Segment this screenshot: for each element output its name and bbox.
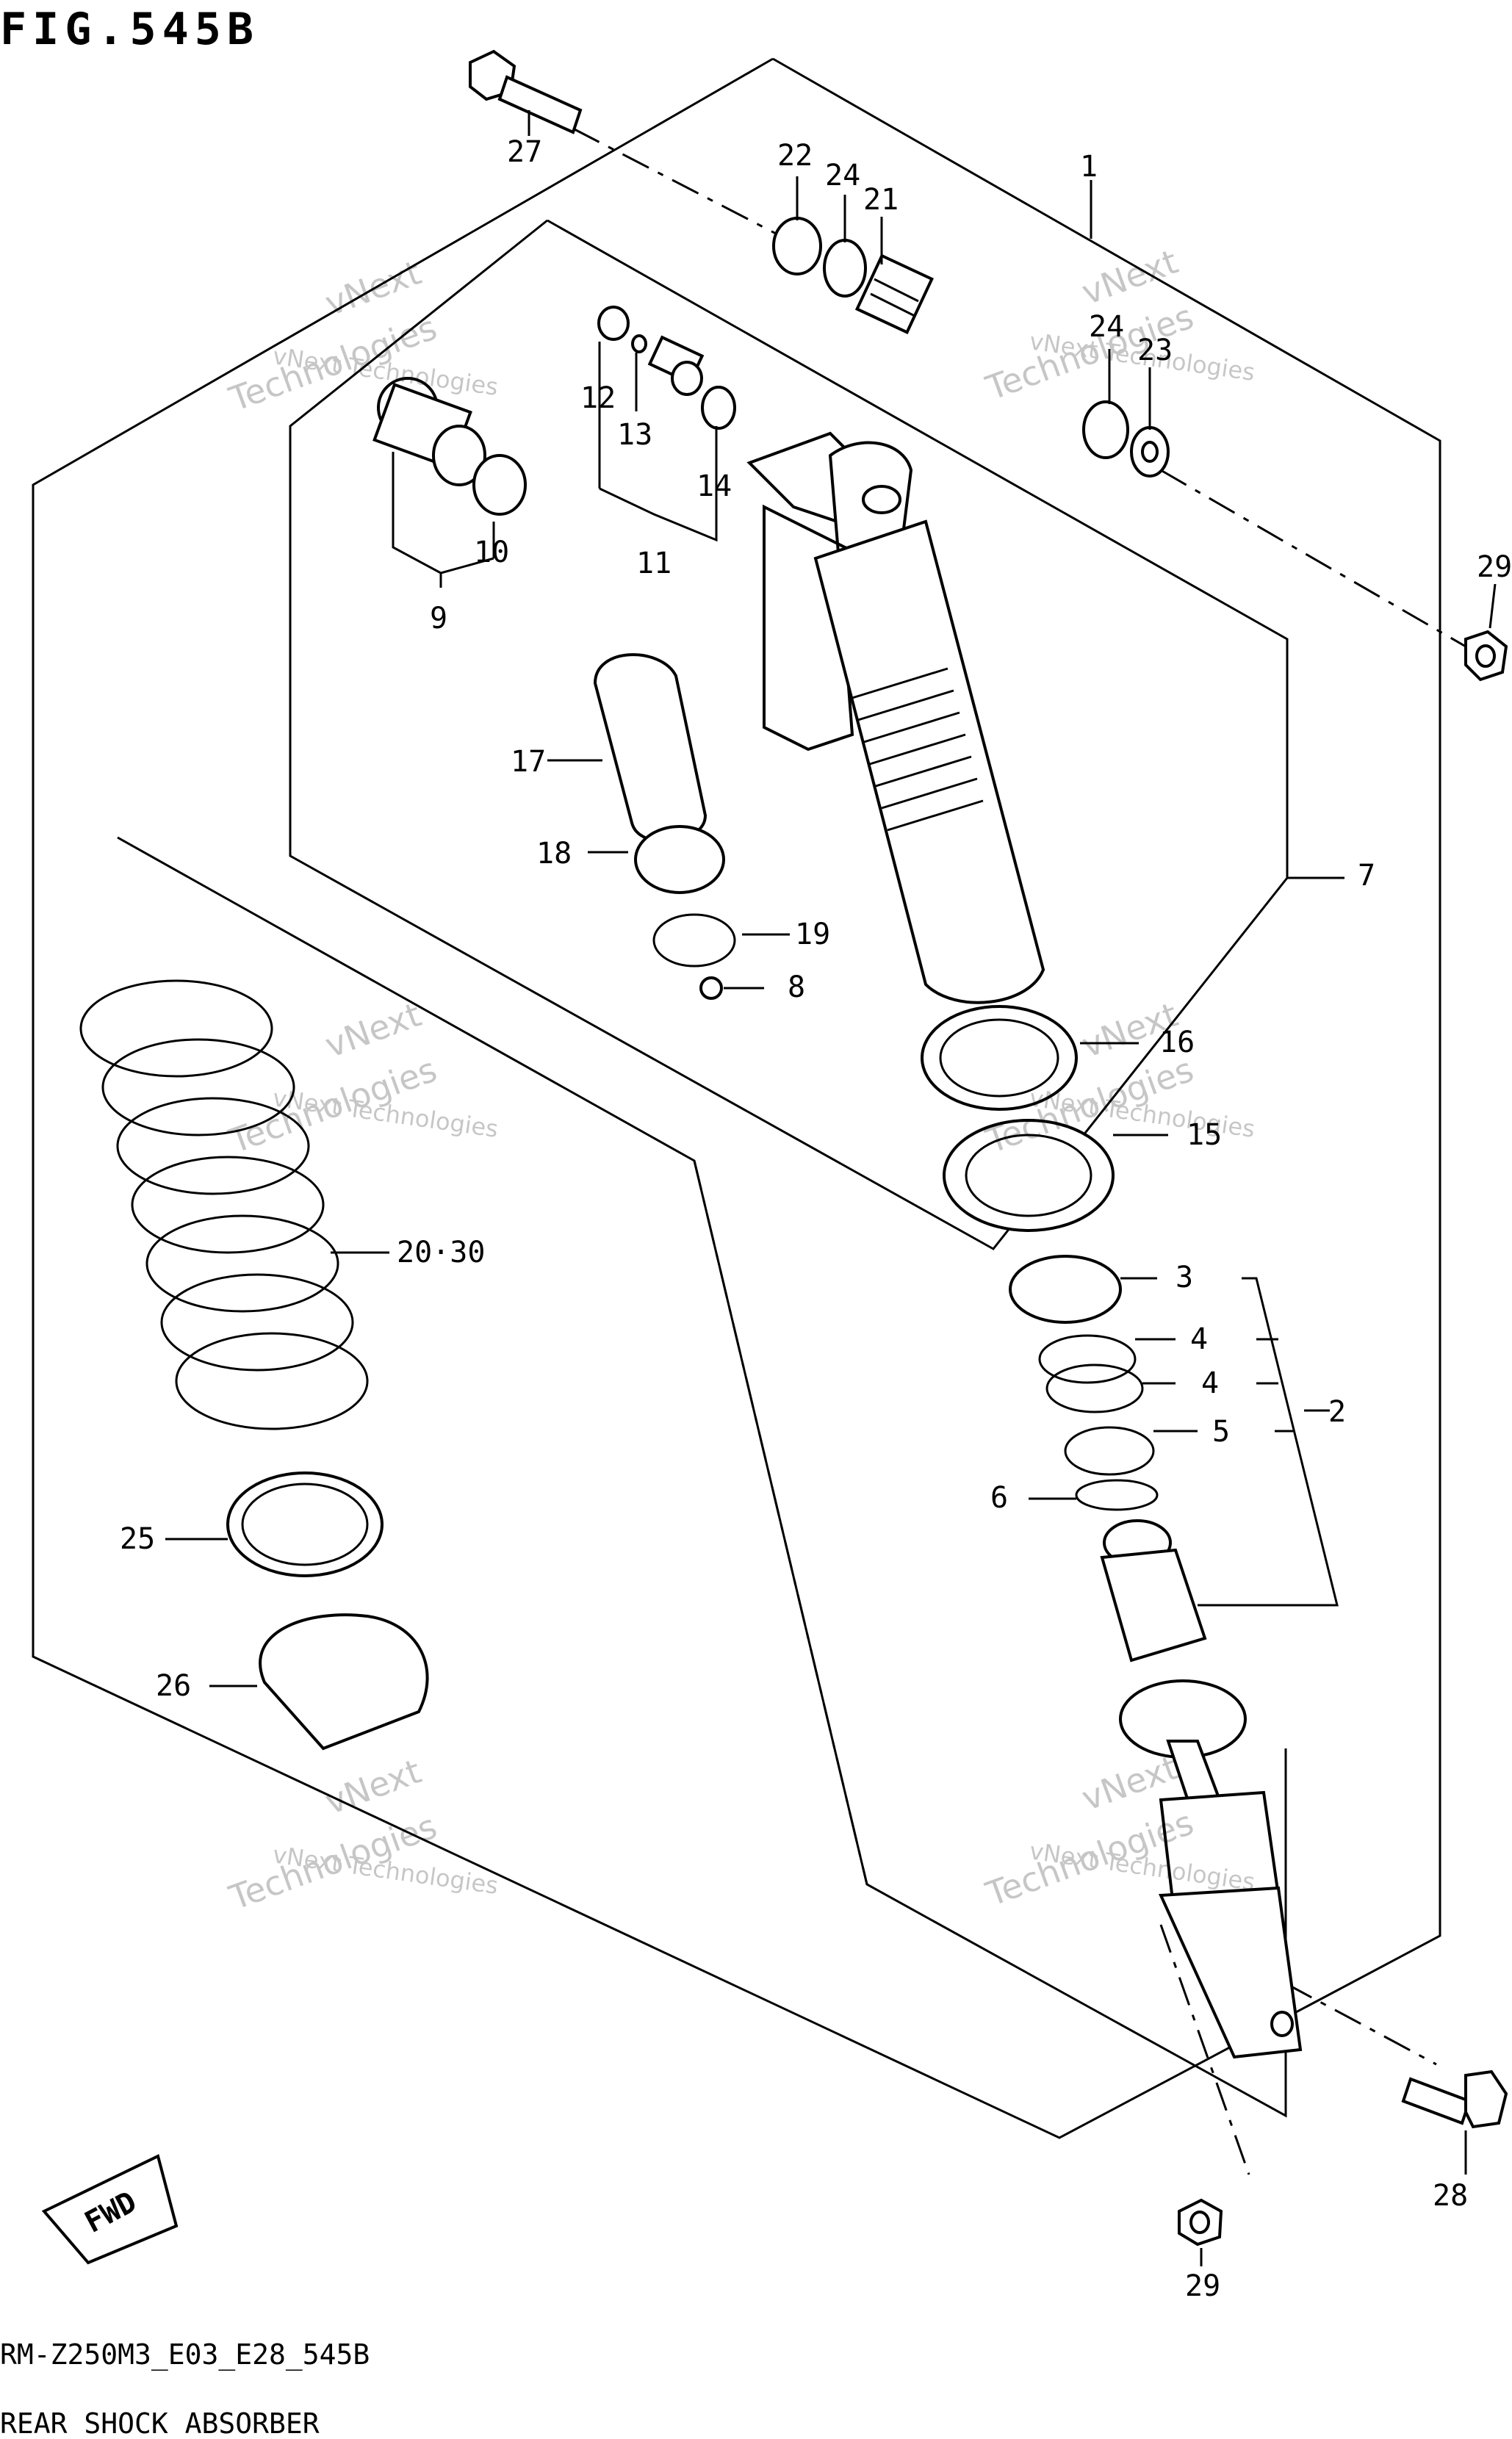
callout-13: 13 [617, 418, 652, 452]
o-ring-14 [701, 386, 736, 430]
bolt-27 [469, 49, 583, 134]
callout-25: 25 [120, 1522, 155, 1556]
upper-right-seals [1082, 400, 1170, 478]
retainer-26 [259, 1613, 429, 1751]
callout-11: 11 [636, 547, 672, 580]
diagram-code: RM-Z250M3_E03_E28_545B [0, 2338, 370, 2371]
spring-seat-25 [226, 1471, 384, 1577]
callout-4-lower: 4 [1201, 1366, 1219, 1400]
o-ring-12 [597, 306, 630, 341]
callout-17: 17 [511, 745, 546, 779]
callout-5: 5 [1212, 1415, 1230, 1449]
callout-6: 6 [990, 1481, 1008, 1515]
diagram-caption: REAR SHOCK ABSORBER [0, 2407, 320, 2439]
valve-11 [647, 335, 705, 396]
svg-text:vNext: vNext [320, 253, 426, 324]
lower-axis [1159, 1924, 1250, 2175]
spring-axis [693, 1160, 868, 1885]
callout-18: 18 [536, 837, 572, 871]
spacer-5 [1064, 1426, 1155, 1476]
outer-assembly-frame [32, 57, 1441, 2139]
nut-29-lower [1178, 2198, 1223, 2247]
bolt-28 [1401, 2069, 1508, 2129]
callout-22: 22 [777, 139, 813, 173]
svg-text:vNext: vNext [1076, 242, 1183, 313]
callout-15: 15 [1187, 1118, 1222, 1152]
bladder-17 [593, 653, 708, 843]
callout-12: 12 [580, 381, 616, 415]
callout-26: 26 [156, 1669, 191, 1703]
watermark-mid-left: vNext Technologies vNext Technologies [223, 995, 500, 1161]
callout-labels: 27 22 24 21 1 24 23 29 12 13 14 11 10 9 … [120, 135, 1512, 2303]
callout-23: 23 [1137, 334, 1173, 367]
callout-9: 9 [430, 602, 447, 635]
clip-6 [1075, 1479, 1159, 1511]
callout-29-lower: 29 [1185, 2269, 1220, 2303]
upper-bushings [772, 217, 935, 334]
callout-14: 14 [696, 469, 732, 503]
callout-24-right: 24 [1089, 310, 1124, 344]
fwd-badge: FWD [41, 2154, 179, 2265]
callout-19: 19 [795, 918, 830, 951]
bolt-27-axis [572, 127, 780, 237]
ring-13 [631, 334, 647, 353]
shock-body-frame [289, 219, 1289, 1250]
callout-10: 10 [474, 536, 509, 569]
bushing-3 [1009, 1255, 1122, 1324]
lock-nut-16 [921, 1005, 1078, 1111]
callout-1: 1 [1080, 150, 1098, 184]
o-ring-10 [472, 454, 527, 516]
reservoir-cap-9 [372, 377, 486, 486]
watermark-bottom-left: vNext Technologies vNext Technologies [223, 1751, 500, 1918]
lock-nut-15 [943, 1119, 1115, 1232]
callout-3: 3 [1176, 1261, 1193, 1294]
callout-8: 8 [788, 970, 805, 1004]
callout-24: 24 [825, 159, 860, 192]
callout-21: 21 [863, 183, 899, 217]
callout-27: 27 [507, 135, 542, 169]
ring-18 [634, 825, 725, 894]
callout-16: 16 [1159, 1026, 1195, 1059]
washer-4-upper [1038, 1334, 1137, 1384]
callout-20-30: 20·30 [397, 1236, 485, 1269]
svg-text:vNext: vNext [320, 1751, 426, 1823]
shock-body-7 [746, 431, 1045, 1004]
nut-29-upper [1464, 630, 1508, 682]
bolt-29-axis [1160, 469, 1466, 648]
callout-7: 7 [1358, 859, 1375, 893]
washer-4-lower [1045, 1363, 1144, 1413]
figure-title: FIG.545B [0, 4, 259, 55]
bolt-28-axis [1285, 1982, 1437, 2066]
clip-19 [652, 913, 736, 968]
part-8 [699, 976, 723, 1000]
callout-2: 2 [1328, 1395, 1346, 1429]
rod-assembly-2 [1100, 1519, 1303, 2059]
watermark-top-left: vNext Technologies vNext Technologies [223, 253, 500, 419]
svg-text:vNext: vNext [320, 995, 426, 1066]
callout-4-upper: 4 [1190, 1322, 1208, 1356]
callout-leaders [165, 110, 1497, 2266]
callout-29-upper: 29 [1477, 550, 1512, 584]
shock-threads [852, 667, 984, 832]
callout-28: 28 [1433, 2179, 1468, 2213]
spring-20-30 [79, 979, 369, 1430]
